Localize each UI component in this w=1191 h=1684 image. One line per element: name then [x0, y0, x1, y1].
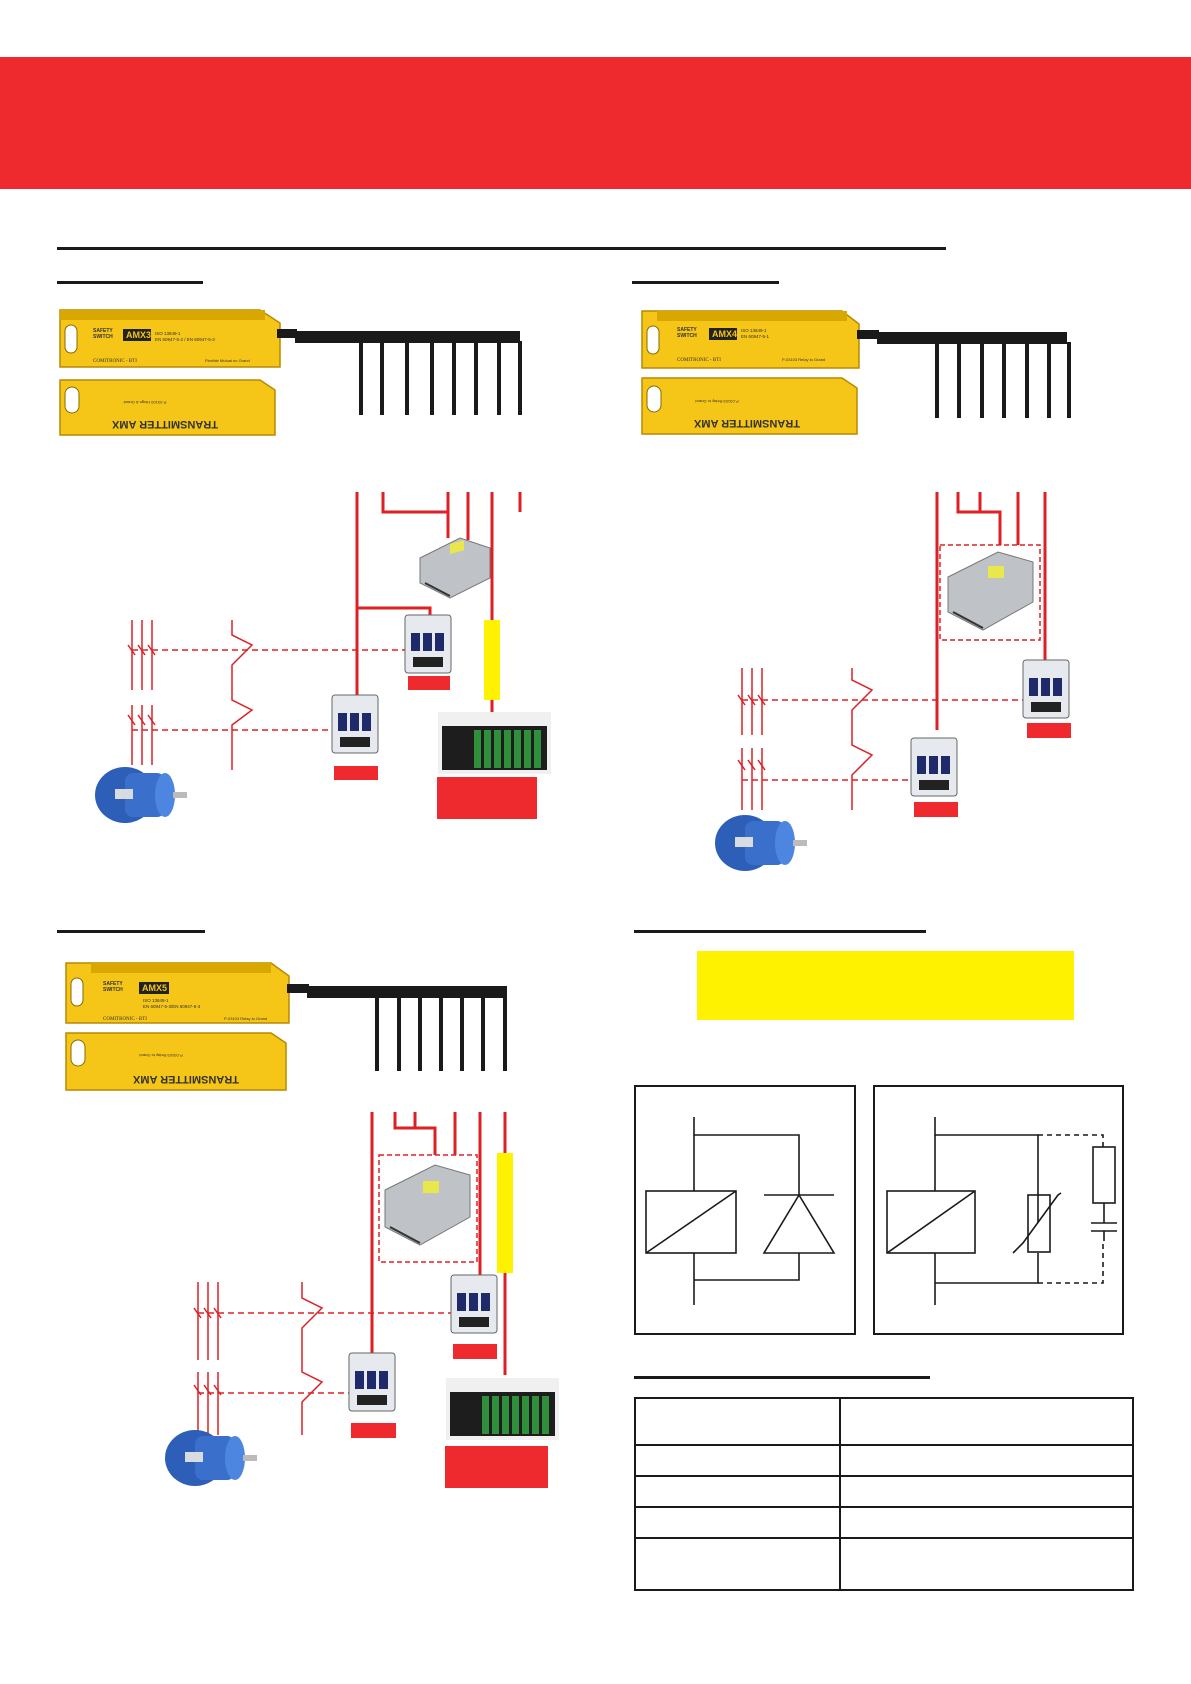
- amx5-contactor-label-2: [351, 1423, 396, 1438]
- table-cell: [839, 1537, 1134, 1591]
- amx5-fuse-highlight: [497, 1153, 513, 1273]
- amx5-cert-1: ISO 13849-1: [143, 998, 169, 1003]
- amx5-tagline: P-03103 Relay to Grand: [224, 1016, 267, 1021]
- amx5-switch-product: AMX5 SAFETY SWITCH ISO 13849-1 EN 60947-…: [65, 962, 507, 1091]
- electric-motor-icon: [715, 815, 807, 871]
- amx5-header-line-2: SWITCH: [103, 987, 123, 993]
- amx3-header-line-2: SWITCH: [93, 334, 113, 340]
- table-cell: [634, 1506, 841, 1539]
- diode-suppression-diagram: [645, 1117, 836, 1305]
- table-cell: [634, 1475, 841, 1508]
- contactor-icon: [1022, 659, 1070, 719]
- amx4-model-text: AMX4: [712, 329, 737, 339]
- amx5-plc-label: [445, 1446, 548, 1488]
- amx3-header-line-1: SAFETY: [93, 328, 113, 334]
- table-row: [634, 1475, 1134, 1508]
- amx4-contactor-label-2: [914, 802, 958, 817]
- amx3-actuator-ref: P-03103 Hinge & Grand: [124, 400, 167, 405]
- amx3-tagline: Flexible Mutual no Grand: [205, 358, 250, 363]
- power-supply-icon: [947, 551, 1034, 631]
- amx4-actuator-ref: P-03103 Relay to Grand: [695, 399, 738, 404]
- table-row: [634, 1444, 1134, 1477]
- varistor-rc-suppression-box: [873, 1085, 1124, 1335]
- amx5-psu-enclosure: [378, 1154, 478, 1263]
- amx4-switch-product: AMX4 SAFETY SWITCH ISO 13849-1 EN 60947-…: [641, 310, 1071, 435]
- amx4-header-line-1: SAFETY: [677, 327, 697, 333]
- amx3-model-text: AMX3: [126, 330, 151, 340]
- table-row: [634, 1397, 1134, 1446]
- relay-coil-icon: [645, 1190, 737, 1254]
- table-cell: [839, 1444, 1134, 1477]
- amx5-heading-rule: [57, 930, 205, 933]
- suppression-note-highlight: [697, 951, 1074, 1020]
- amx4-heading-rule: [632, 281, 779, 284]
- amx4-contactor-label-1: [1027, 723, 1071, 738]
- table-cell: [634, 1397, 841, 1446]
- amx3-contactor-label-1: [408, 676, 450, 690]
- power-supply-icon: [419, 537, 491, 599]
- amx3-switch-product: AMX3 SAFETY SWITCH ISO 13849-1 EN 60947-…: [59, 309, 522, 436]
- amx4-brand: COMITRONIC - BTI: [677, 358, 721, 363]
- plc-module-icon: [446, 1378, 559, 1440]
- amx3-wiring-diagram: [95, 492, 551, 823]
- spec-table-heading-rule: [634, 1376, 930, 1379]
- section-title-rule: [57, 247, 946, 250]
- diode-suppression-box: [634, 1085, 856, 1335]
- amx3-fuse-highlight: [484, 620, 500, 700]
- spec-table: [634, 1397, 1134, 1591]
- amx3-brand: COMITRONIC - BTI: [93, 359, 137, 364]
- contactor-icon: [450, 1274, 498, 1334]
- amx5-cert-2: EN 60947-5-3/EN 60947-5-3: [143, 1004, 201, 1009]
- amx5-actuator-label: TRANSMITTER AMX: [132, 1073, 239, 1085]
- amx4-psu-enclosure: [939, 544, 1041, 641]
- amx4-actuator-label: TRANSMITTER AMX: [693, 417, 800, 429]
- amx4-cert-2: EN 60947-5-1: [741, 334, 770, 339]
- contactor-icon: [331, 694, 379, 754]
- amx3-cert-1: ISO 13849-1: [155, 331, 181, 336]
- table-cell: [839, 1506, 1134, 1539]
- header-banner: [0, 57, 1191, 189]
- amx5-model-text: AMX5: [142, 983, 167, 993]
- amx5-wiring-diagram: [165, 1112, 559, 1488]
- plc-module-icon: [438, 712, 551, 774]
- power-supply-icon: [384, 1164, 471, 1246]
- table-cell: [634, 1444, 841, 1477]
- amx5-brand: COMITRONIC - BTI: [103, 1017, 147, 1022]
- diode-icon: [762, 1193, 836, 1254]
- table-row: [634, 1537, 1134, 1591]
- table-row: [634, 1506, 1134, 1539]
- amx4-tagline: P-03103 Relay to Grand: [782, 357, 825, 362]
- table-cell: [839, 1475, 1134, 1508]
- amx3-cert-2: EN 60947-5-2 / EN 60947-5-3: [155, 337, 215, 342]
- contactor-icon: [348, 1352, 396, 1412]
- amx3-actuator-label: TRANSMITTER AMX: [111, 418, 218, 430]
- varistor-rc-suppression-diagram: [886, 1117, 1117, 1305]
- table-cell: [634, 1537, 841, 1591]
- rc-snubber-icon: [1091, 1146, 1117, 1241]
- electric-motor-icon: [165, 1430, 257, 1486]
- contactor-icon: [404, 614, 452, 674]
- varistor-icon: [1012, 1192, 1062, 1254]
- amx5-contactor-label-1: [453, 1344, 497, 1359]
- table-cell: [839, 1397, 1134, 1446]
- amx5-actuator-ref: P-03103 Relay to Grand: [139, 1053, 182, 1058]
- amx4-header-line-2: SWITCH: [677, 333, 697, 339]
- amx5-header-line-1: SAFETY: [103, 981, 123, 987]
- amx4-wiring-diagram: [715, 492, 1071, 871]
- electric-motor-icon: [95, 767, 187, 823]
- amx3-contactor-label-2: [334, 766, 378, 780]
- relay-coil-icon: [886, 1190, 976, 1254]
- amx3-plc-label: [437, 777, 537, 819]
- amx3-heading-rule: [57, 281, 203, 284]
- amx4-cert-1: ISO 13849-1: [741, 328, 767, 333]
- suppression-heading-rule: [634, 930, 926, 933]
- contactor-icon: [910, 737, 958, 797]
